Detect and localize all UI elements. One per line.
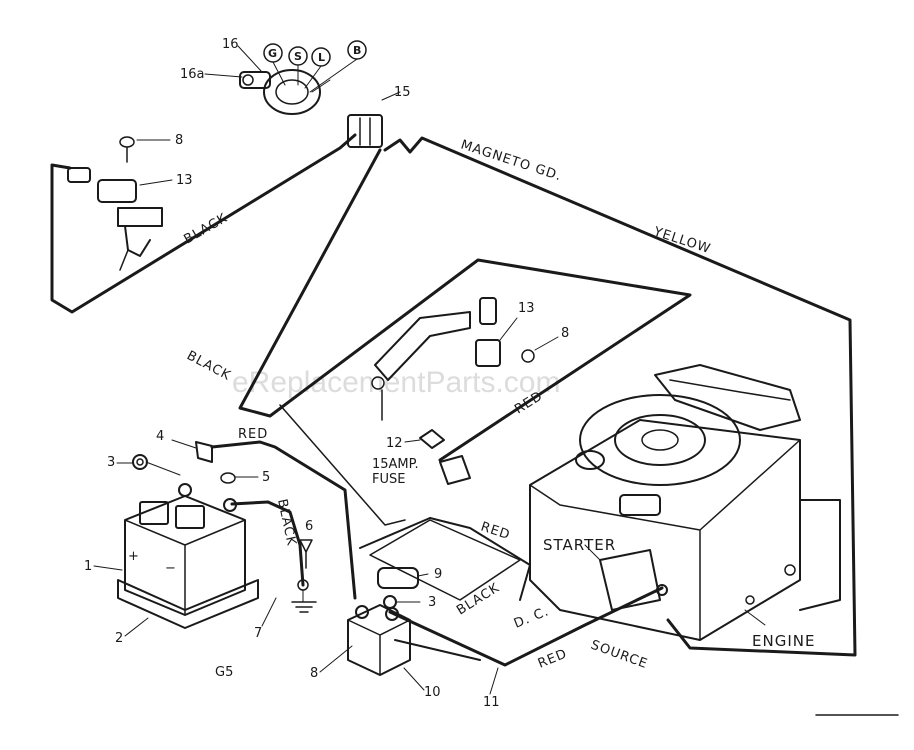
black-lower-wire-label: BLACK <box>184 348 233 384</box>
terminal-l-label: L <box>318 51 325 64</box>
battery-hardware <box>132 439 259 484</box>
dc-label: D. C. <box>512 604 551 632</box>
fuse-holder <box>404 429 471 485</box>
part-number-13-top: 13 <box>176 173 193 188</box>
part-number-8-top: 8 <box>175 133 183 148</box>
ignition-switch <box>239 69 331 115</box>
yellow-magneto-wire <box>383 136 857 657</box>
pto-bracket-switch <box>371 297 559 421</box>
connector-plug <box>347 91 401 148</box>
switch-terminal-circles: G S L B <box>263 40 367 93</box>
black-upper-wire-label: BLACK <box>182 211 231 248</box>
part-number-16a: 16a <box>180 67 205 82</box>
starter-motor <box>584 544 668 611</box>
part-number-2: 2 <box>115 631 123 646</box>
part-number-9: 9 <box>434 567 442 582</box>
leader-16 <box>237 45 263 73</box>
part-number-8-solenoid: 8 <box>310 666 318 681</box>
leader-7 <box>261 597 277 627</box>
leader-10 <box>403 667 425 691</box>
part-number-16: 16 <box>222 37 239 52</box>
terminal-s-label: S <box>294 50 302 63</box>
black-wire-battery-ground <box>230 500 305 587</box>
part-number-13-mid: 13 <box>518 301 535 316</box>
starter-solenoid <box>347 567 429 676</box>
part-number-12: 12 <box>386 436 403 451</box>
part-number-15: 15 <box>394 85 411 100</box>
fuse-label-line2: FUSE <box>372 472 405 487</box>
terminal-b-label: B <box>353 44 361 57</box>
red-starter-wire-label: RED <box>479 520 512 544</box>
red-battery-wire-label: RED <box>238 427 268 442</box>
engine-label: ENGINE <box>752 632 815 650</box>
battery-minus-sign: − <box>165 561 176 576</box>
part-number-7: 7 <box>254 626 262 641</box>
leader-1 <box>93 565 123 571</box>
battery: + − <box>117 483 259 629</box>
fuse-label-line1: 15AMP. <box>372 457 419 472</box>
red-wire-dc-source <box>388 586 664 667</box>
solenoid-mount-plate <box>369 519 521 601</box>
yellow-wire-label: YELLOW <box>651 224 713 257</box>
ground-point <box>291 539 317 613</box>
black-wire-solenoid <box>359 517 481 661</box>
red-wire-battery-solenoid <box>210 440 357 600</box>
red-source-wire-label: RED <box>536 646 570 671</box>
black-wire-lower-loop <box>238 148 692 462</box>
leader-11 <box>489 667 499 695</box>
part-number-8-mid: 8 <box>561 326 569 341</box>
source-label: SOURCE <box>589 638 650 673</box>
black-battery-wire-label: BLACK <box>274 498 299 548</box>
part-number-10: 10 <box>424 685 441 700</box>
part-number-3-solenoid: 3 <box>428 595 436 610</box>
black-wire-left-loop <box>50 133 357 314</box>
leader-8-solenoid <box>319 645 353 673</box>
part-number-3-battery: 3 <box>107 455 115 470</box>
red-wire-starter <box>429 517 531 601</box>
seat-switch-assembly <box>67 136 173 271</box>
terminal-g-label: G <box>268 47 277 60</box>
figure-code: G5 <box>215 665 233 680</box>
leader-16a <box>204 73 243 78</box>
part-number-6: 6 <box>305 519 313 534</box>
part-number-5: 5 <box>262 470 270 485</box>
part-number-4: 4 <box>156 429 164 444</box>
part-number-11: 11 <box>483 695 500 710</box>
part-number-1: 1 <box>84 559 92 574</box>
starter-label: STARTER <box>543 536 616 554</box>
engine <box>529 364 841 641</box>
leader-2 <box>124 617 149 637</box>
fuse-lead <box>279 404 406 526</box>
battery-plus-sign: + <box>128 549 139 564</box>
